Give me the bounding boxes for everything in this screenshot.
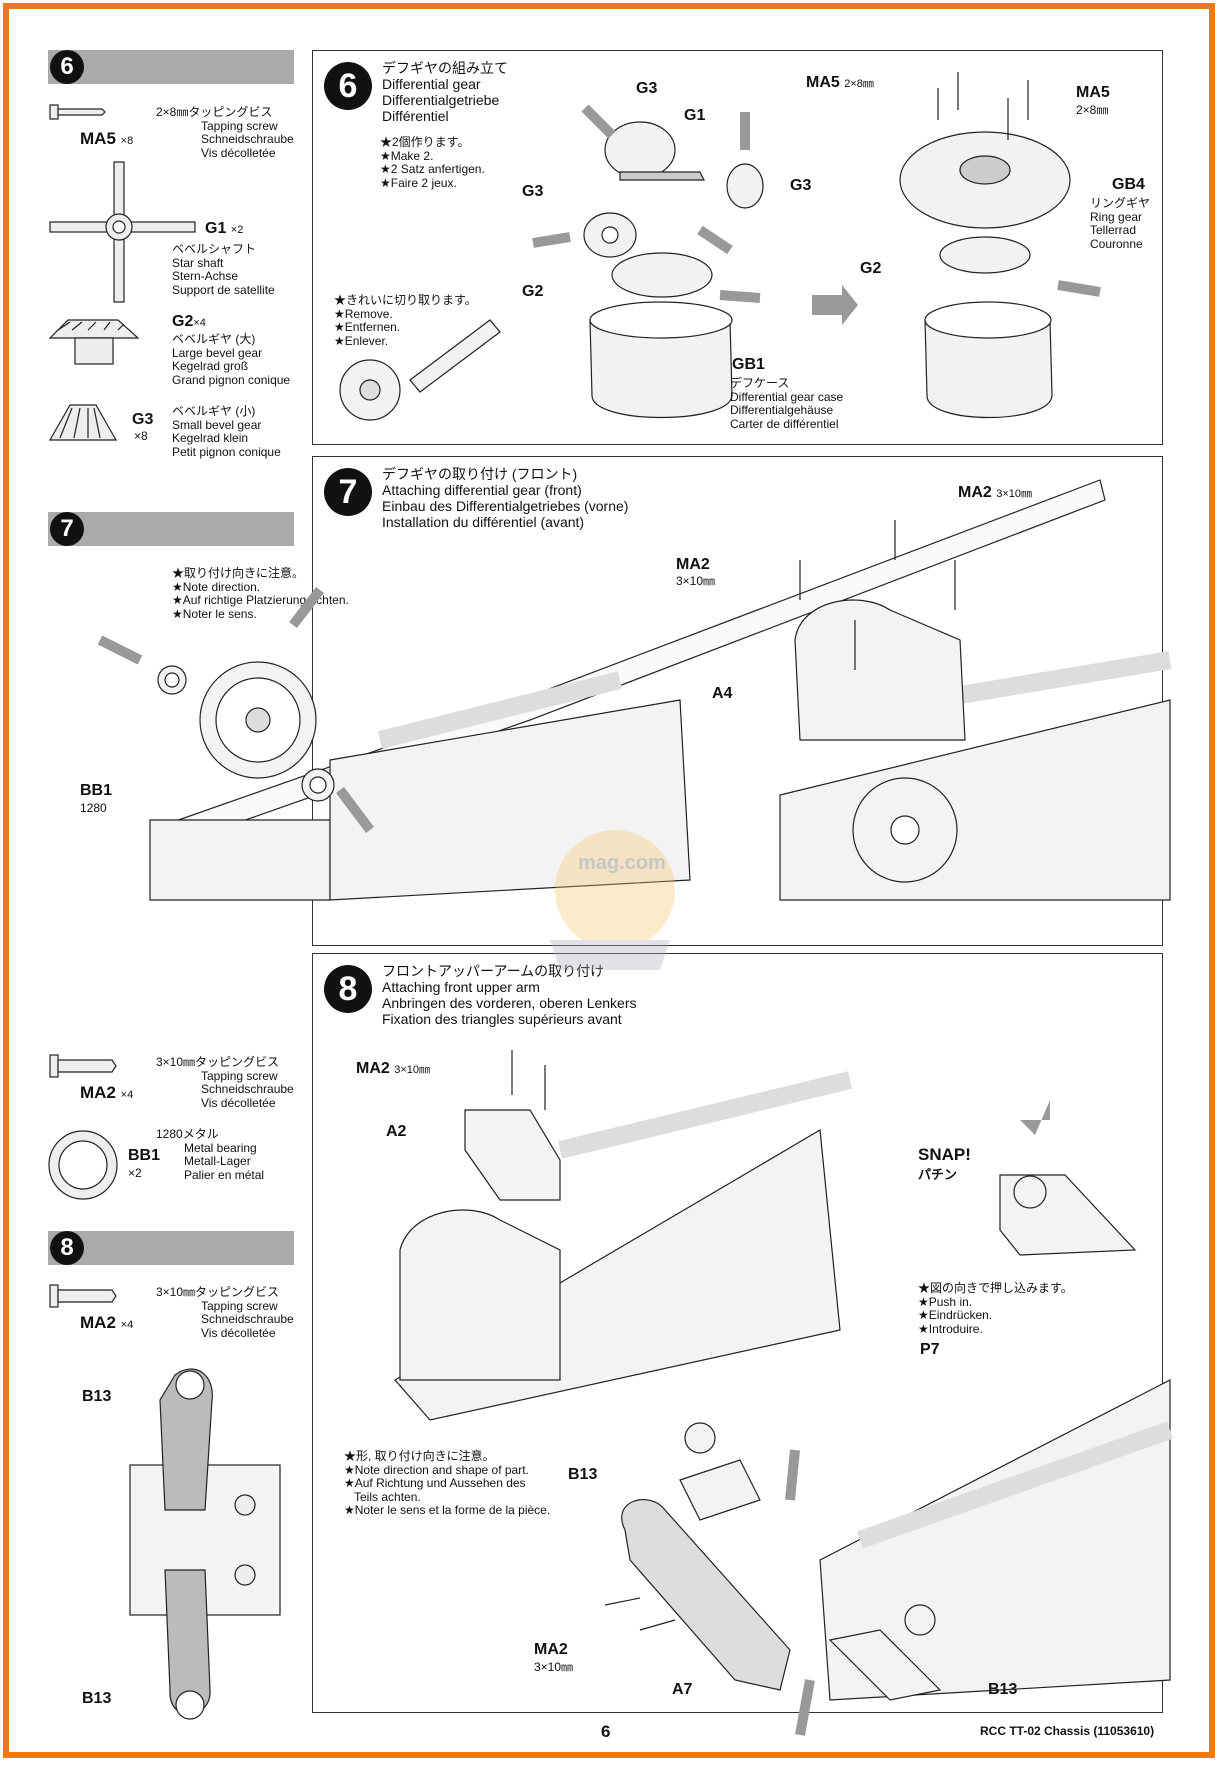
- step6-cut-note: ★きれいに切り取ります。 ★Remove. ★Entfernen. ★Enlev…: [334, 293, 477, 348]
- ma5-description: 2×8㎜タッピングビス Tapping screw Schneidschraub…: [156, 105, 294, 160]
- step6-title: デフギヤの組み立て Differential gear Differential…: [382, 60, 508, 124]
- step6-gb4-label: GB4: [1112, 176, 1145, 193]
- step8-parts-bar: [48, 1231, 294, 1265]
- bb1-qty: ×2: [128, 1166, 142, 1180]
- step8-p7-label: P7: [920, 1341, 940, 1358]
- step6-panel: [312, 50, 1163, 445]
- step7-a4-label: A4: [712, 685, 733, 702]
- step8-ma2-label: MA2 3×10㎜: [356, 1060, 431, 1077]
- g1-label: G1 ×2: [205, 220, 244, 237]
- step6-g3-top-label: G3: [636, 80, 658, 97]
- step6-make-note: ★2個作ります。 ★Make 2. ★2 Satz anfertigen. ★F…: [380, 135, 485, 190]
- step6-parts-bar: [48, 50, 294, 84]
- ma2-description-step8: 3×10㎜タッピングビス Tapping screw Schneidschrau…: [156, 1285, 294, 1340]
- step8-title: フロントアッパーアームの取り付け Attaching front upper a…: [382, 963, 637, 1027]
- step6-ma5-right-size: 2×8㎜: [1076, 103, 1109, 117]
- step6-gb1-description: デフケース Differential gear case Differentia…: [730, 376, 844, 431]
- step7-ma2-left-label: MA2: [676, 556, 710, 573]
- step8-a2-label: A2: [386, 1123, 407, 1140]
- step6-g2-label: G2: [522, 283, 544, 300]
- g3-label: G3: [132, 411, 154, 428]
- b13-bottom-label: B13: [82, 1690, 112, 1707]
- step8-b13-upper-label: B13: [568, 1466, 598, 1483]
- site-watermark: mag.com: [520, 830, 700, 980]
- step7-ma2-left-size: 3×10㎜: [676, 574, 716, 588]
- step6-gb4-description: リングギヤ Ring gear Tellerrad Couronne: [1090, 196, 1151, 251]
- step6-g3-right-label: G3: [790, 177, 812, 194]
- ma2-label-step8: MA2 ×4: [80, 1313, 134, 1332]
- step7-title: デフギヤの取り付け (フロント) Attaching differential …: [382, 466, 629, 530]
- b13-top-label: B13: [82, 1388, 112, 1405]
- step8-shape-note: ★形, 取り付け向きに注意。 ★Note direction and shape…: [344, 1449, 551, 1517]
- ma2-description-step7: 3×10㎜タッピングビス Tapping screw Schneidschrau…: [156, 1055, 294, 1110]
- step8-snap-label: SNAP!: [918, 1145, 971, 1164]
- step8-b13-lower-label: B13: [988, 1681, 1018, 1698]
- bb1-label: BB1: [128, 1147, 161, 1164]
- g2-description: ベベルギヤ (大) Large bevel gear Kegelrad groß…: [172, 332, 291, 387]
- step8-push-note: ★図の向きで押し込みます。 ★Push in. ★Eindrücken. ★In…: [918, 1281, 1073, 1336]
- step7-ma2-top-label: MA2 3×10㎜: [958, 484, 1033, 501]
- step6-g3-left-label: G3: [522, 183, 544, 200]
- step8-ma2-lower-size: 3×10㎜: [534, 1660, 574, 1674]
- g2-label: G2×4: [172, 313, 206, 330]
- step7-parts-number: 7: [50, 512, 84, 546]
- bb1-callout-code: 1280: [80, 801, 107, 815]
- step6-gb1-label: GB1: [732, 356, 765, 373]
- step6-parts-number: 6: [50, 50, 84, 84]
- bb1-description: 1280メタル Metal bearing Metall-Lager Palie…: [156, 1127, 265, 1182]
- step8-snap-jp: パチン: [918, 1167, 958, 1182]
- step8-number: 8: [324, 965, 372, 1013]
- step6-ma5-left-label: MA5 2×8㎜: [806, 74, 874, 91]
- step8-panel: [312, 953, 1163, 1713]
- step6-g1-label: G1: [684, 107, 706, 124]
- watermark-text: mag.com: [578, 852, 666, 874]
- step6-ma5-right-label: MA5: [1076, 84, 1110, 101]
- g1-description: ベベルシャフト Star shaft Stern-Achse Support d…: [172, 242, 275, 297]
- step8-a7-label: A7: [672, 1681, 693, 1698]
- step8-ma2-lower-label: MA2: [534, 1641, 568, 1658]
- page-frame: [3, 3, 1215, 1758]
- g3-description: ベベルギヤ (小) Small bevel gear Kegelrad klei…: [172, 404, 281, 459]
- g3-qty: ×8: [134, 429, 148, 443]
- ma2-label-step7: MA2 ×4: [80, 1083, 134, 1102]
- page-number: 6: [601, 1722, 611, 1741]
- step7-number: 7: [324, 468, 372, 516]
- step8-parts-number: 8: [50, 1231, 84, 1265]
- product-footer: RCC TT-02 Chassis (11053610): [980, 1724, 1155, 1738]
- step6-g2-right-label: G2: [860, 260, 882, 277]
- step6-number: 6: [324, 62, 372, 110]
- bb1-callout-label: BB1: [80, 782, 113, 799]
- step7-parts-bar: [48, 512, 294, 546]
- ma5-label: MA5 ×8: [80, 129, 134, 148]
